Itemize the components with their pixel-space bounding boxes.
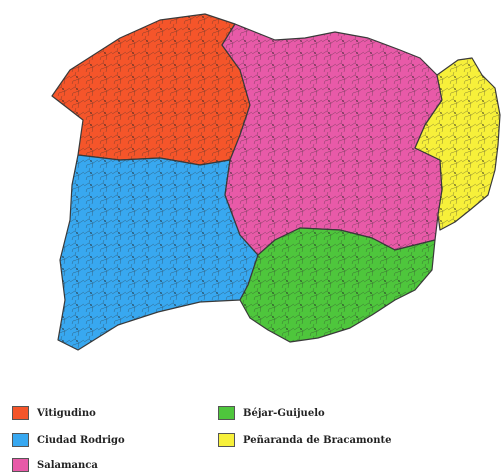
province-map [51,13,501,351]
legend-item-vitigudino: Vitigudino [12,404,96,422]
legend-item-penaranda: Peñaranda de Bracamonte [218,431,391,449]
legend-swatch [12,458,29,472]
legend-label: Vitigudino [37,407,96,419]
legend-item-bejar-guijuelo: Béjar-Guijuelo [218,404,325,422]
legend-swatch [218,406,235,420]
legend-swatch [12,433,29,447]
legend-label: Peñaranda de Bracamonte [243,434,392,446]
legend-swatch [12,406,29,420]
legend-label: Béjar-Guijuelo [243,407,325,419]
legend-item-ciudad-rodrigo: Ciudad Rodrigo [12,431,125,449]
legend-swatch [218,433,235,447]
legend-item-salamanca: Salamanca [12,456,98,474]
legend-label: Ciudad Rodrigo [37,434,125,446]
legend-label: Salamanca [37,459,98,471]
